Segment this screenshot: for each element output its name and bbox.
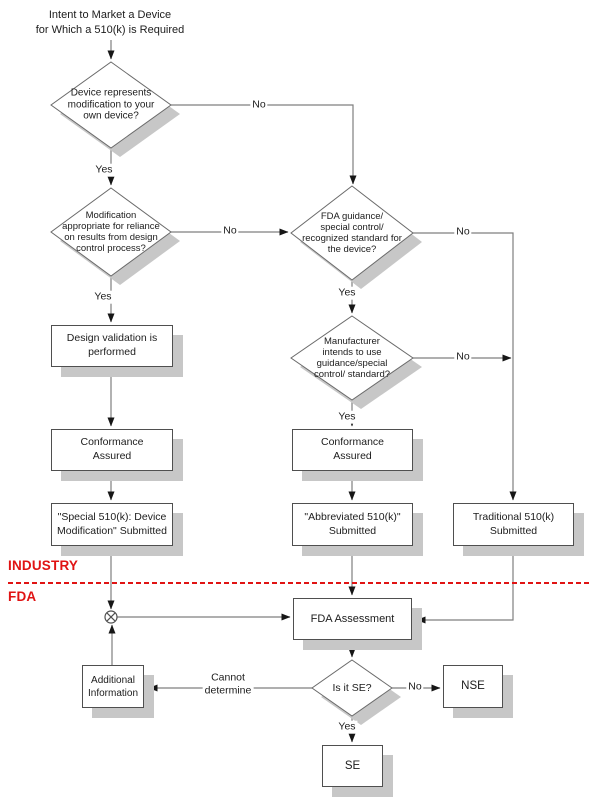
result-box-se: SE bbox=[322, 745, 383, 787]
decision-text-device-modification: Device represents modification to your o… bbox=[67, 87, 155, 122]
edge-label-intends-no: No bbox=[454, 350, 472, 364]
edge-label-intends-yes: Yes bbox=[336, 410, 358, 424]
process-box-design-validation: Design validation is performed bbox=[51, 325, 173, 367]
connector-traditional-to-assessment bbox=[416, 546, 514, 624]
junction-connector-icon bbox=[104, 610, 118, 624]
edge-label-cannot-determine: Cannot determine bbox=[202, 671, 254, 697]
decision-text-intends: Manufacturer intends to use guidance/spe… bbox=[313, 335, 391, 381]
decision-shadow bbox=[321, 669, 401, 725]
start-label: Intent to Market a Device for Which a 51… bbox=[35, 9, 185, 36]
zone-label-fda: FDA bbox=[8, 589, 37, 604]
result-box-nse: NSE bbox=[443, 665, 503, 708]
process-box-traditional-510k: Traditional 510(k) Submitted bbox=[453, 503, 574, 546]
process-box-conformance-assured-mid: Conformance Assured bbox=[292, 429, 413, 471]
process-box-abbreviated-510k: "Abbreviated 510(k)" Submitted bbox=[292, 503, 413, 546]
edge-label-se-yes: Yes bbox=[336, 720, 358, 734]
process-box-fda-assessment: FDA Assessment bbox=[293, 598, 412, 640]
decision-text-is-it-se: Is it SE? bbox=[332, 681, 372, 694]
zone-label-industry: INDUSTRY bbox=[8, 558, 79, 573]
connector-guidance-no bbox=[413, 232, 517, 501]
process-box-additional-information: Additional Information bbox=[82, 665, 144, 708]
edge-label-modification-no: No bbox=[250, 98, 268, 112]
edge-label-guidance-no: No bbox=[454, 225, 472, 239]
decision-text-reliance: Modification appropriate for reliance on… bbox=[62, 209, 160, 255]
process-box-conformance-assured-left: Conformance Assured bbox=[51, 429, 173, 471]
connector-modification-no bbox=[171, 104, 357, 185]
edge-label-se-no: No bbox=[406, 680, 424, 694]
edge-label-modification-yes: Yes bbox=[93, 163, 115, 177]
edge-label-reliance-yes: Yes bbox=[92, 290, 114, 304]
process-box-special-510k: "Special 510(k): Device Modification" Su… bbox=[51, 503, 173, 546]
decision-text-guidance: FDA guidance/ special control/ recognize… bbox=[302, 210, 402, 256]
edge-label-guidance-yes: Yes bbox=[336, 286, 358, 300]
edge-label-reliance-no: No bbox=[221, 224, 239, 238]
